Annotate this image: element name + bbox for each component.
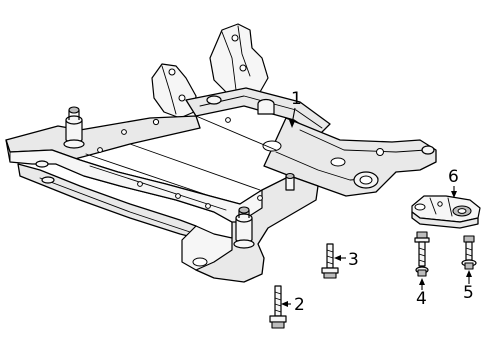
callout-3: 3: [334, 250, 359, 270]
short-mounting-bolt: [321, 243, 339, 279]
callout-4: 4: [416, 278, 427, 309]
callout-label-2: 2: [294, 295, 305, 315]
left-bushing: [63, 106, 85, 149]
callout-label-5: 5: [463, 283, 474, 303]
front-flange: [5, 139, 263, 223]
rear-tower-bracket: [209, 23, 269, 99]
callout-2: 2: [281, 295, 305, 315]
bolt-with-washer-4: [414, 231, 430, 277]
callout-1: 1: [289, 89, 302, 128]
long-mounting-bolt: [269, 285, 287, 329]
callout-6: 6: [448, 167, 459, 198]
front-right-bushing: [233, 206, 255, 249]
callout-label-3: 3: [348, 250, 359, 270]
callout-label-4: 4: [416, 289, 427, 309]
callout-5: 5: [463, 270, 474, 303]
bolt-with-washer-5: [461, 235, 477, 270]
crossmember-assembly: [5, 23, 437, 283]
callout-label-6: 6: [448, 167, 459, 187]
mounting-bracket-plate: [411, 195, 481, 229]
callout-label-1: 1: [291, 89, 302, 109]
